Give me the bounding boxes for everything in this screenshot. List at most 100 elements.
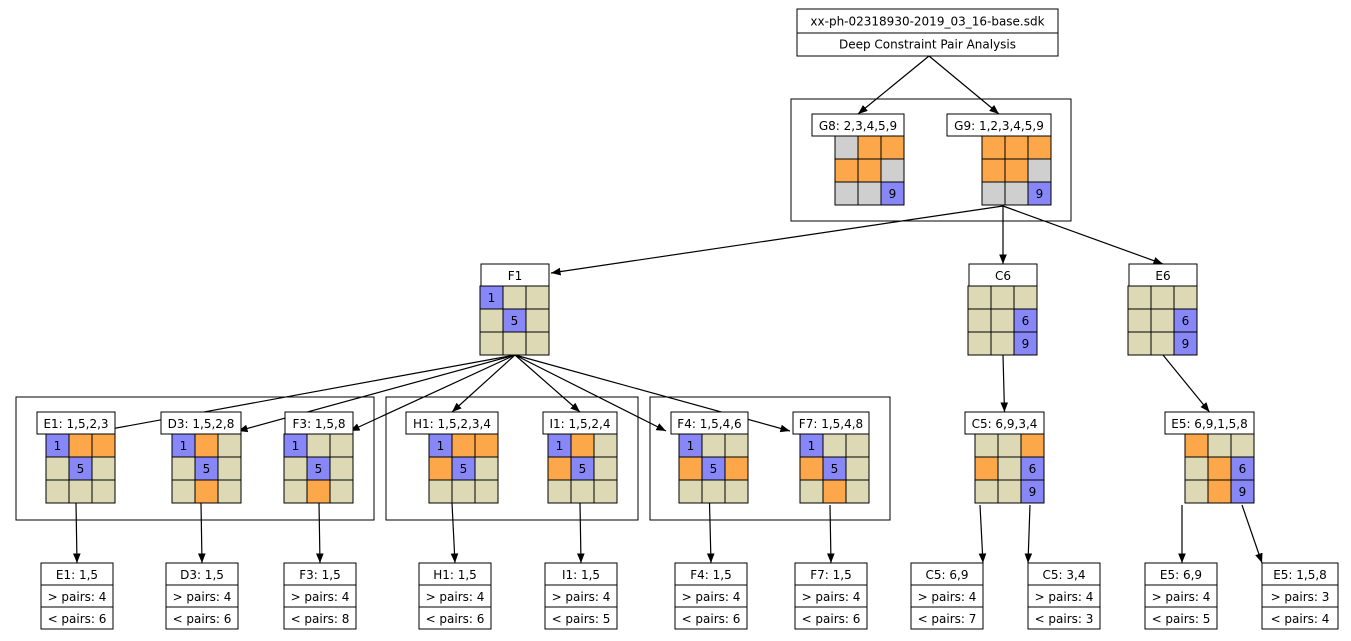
grid-cell [857,135,882,160]
leaf-lt-pairs: < pairs: 7 [918,612,977,626]
node-label: I1: 1,5,2,4 [549,417,610,431]
leaf-lt-pairs: < pairs: 4 [1271,612,1330,626]
grid-cell [283,479,308,504]
grid-cell [479,331,504,356]
grid-cell [1207,433,1232,458]
leaf-title: E1: 1,5 [56,568,98,582]
grid-cell [678,456,703,481]
grid-cell [1150,308,1175,333]
grid-cell [1184,456,1209,481]
edge-arrow [1000,354,1009,413]
grid-cell [997,479,1022,504]
grid-cell [1013,331,1038,356]
grid-cell [1173,331,1198,356]
node-i1: I1: 1,5,2,415 [542,411,618,504]
cluster-f4-f7 [649,396,891,521]
grid-cell [91,456,116,481]
grid-cell [283,456,308,481]
node-g8: G8: 2,3,4,5,99 [811,113,905,206]
leaf-lt-pairs: < pairs: 6 [48,612,107,626]
grid-cell [799,479,824,504]
leaf-title: E5: 1,5,8 [1273,568,1327,582]
node-f4: F4: 1,5,4,615 [670,411,749,504]
edge-arrow [550,205,1004,276]
cell-digit: 5 [203,462,211,476]
edge-arrow [1002,205,1164,265]
grid-cell [1004,158,1029,183]
edge-arrow [1162,354,1210,413]
cell-digit: 5 [77,462,85,476]
grid-cell [857,181,882,206]
grid-cell [479,308,504,333]
leaf-lt-pairs: < pairs: 5 [1152,612,1211,626]
leaf-gt-pairs: > pairs: 4 [1035,590,1094,604]
leaf-e1-leaf: E1: 1,5> pairs: 4< pairs: 6 [40,562,114,630]
grid-cell [570,433,595,458]
leaf-title: C5: 6,9 [926,568,969,582]
leaf-c5b-leaf: C5: 3,4> pairs: 4< pairs: 3 [1027,562,1101,630]
node-e1: E1: 1,5,2,315 [36,411,116,504]
grid-cell [45,456,70,481]
leaf-title: F7: 1,5 [810,568,851,582]
edge-arrow [237,354,516,433]
grid-cell [1207,479,1232,504]
cell-digit: 6 [1239,462,1247,476]
leaf-lt-pairs: < pairs: 6 [173,612,232,626]
node-label: G9: 1,2,3,4,5,9 [954,119,1044,133]
edges [73,55,1263,564]
leaf-title: H1: 1,5 [433,568,477,582]
grid-cell [857,158,882,183]
grid-cell [967,285,992,310]
leaf-lt-pairs: < pairs: 8 [291,612,350,626]
grid-cell [1027,135,1052,160]
edge-arrow [349,354,516,432]
grid-cell [822,479,847,504]
leaf-gt-pairs: > pairs: 4 [682,590,741,604]
node-label: E6 [1155,269,1170,283]
grid-cell [1230,479,1255,504]
node-c5: C5: 6,9,3,469 [964,411,1045,504]
grid-cell [525,308,550,333]
grid-cell [474,479,499,504]
grid-cell [593,479,618,504]
grid-cell [593,456,618,481]
grid-cell [217,433,242,458]
grid-cell [990,308,1015,333]
leaf-title: F3: 1,5 [299,568,340,582]
leaf-lt-pairs: < pairs: 6 [426,612,485,626]
grid-cell [834,135,859,160]
leaf-h1-leaf: H1: 1,5> pairs: 4< pairs: 6 [418,562,492,630]
grid-cell [547,479,572,504]
node-e5: E5: 6,9,1,5,8 6 9 [1164,411,1255,504]
grid-cell [701,433,726,458]
cell-digit: 6 [1029,462,1037,476]
grid-cell [1184,479,1209,504]
leaf-title: I1: 1,5 [562,568,600,582]
edge-arrow [73,502,81,564]
grid-cell [91,433,116,458]
grid-cell [525,285,550,310]
grid-cell [880,181,905,206]
grid-cell [967,331,992,356]
grid-cell [329,479,354,504]
cell-digit: 1 [54,439,62,453]
leaf-title: F4: 1,5 [690,568,731,582]
cluster-frames [15,98,1072,521]
node-label: E5: 6,9,1,5,8 [1171,417,1248,431]
grid-cell [1230,433,1255,458]
cell-digit: 9 [1029,485,1037,499]
grid-cell [997,433,1022,458]
grid-cell [1184,433,1209,458]
grid-cell [171,479,196,504]
cell-digit: 9 [1239,485,1247,499]
cell-digit: 5 [315,462,323,476]
leaf-lt-pairs: < pairs: 3 [1035,612,1094,626]
leaf-gt-pairs: > pairs: 4 [291,590,350,604]
grid-cell [306,433,331,458]
grid-cell [1150,331,1175,356]
node-label: F3: 1,5,8 [293,417,346,431]
grid-cell [525,331,550,356]
cell-digit: 9 [1036,187,1044,201]
node-label: D3: 1,5,2,8 [168,417,235,431]
grid-cell [1127,285,1152,310]
